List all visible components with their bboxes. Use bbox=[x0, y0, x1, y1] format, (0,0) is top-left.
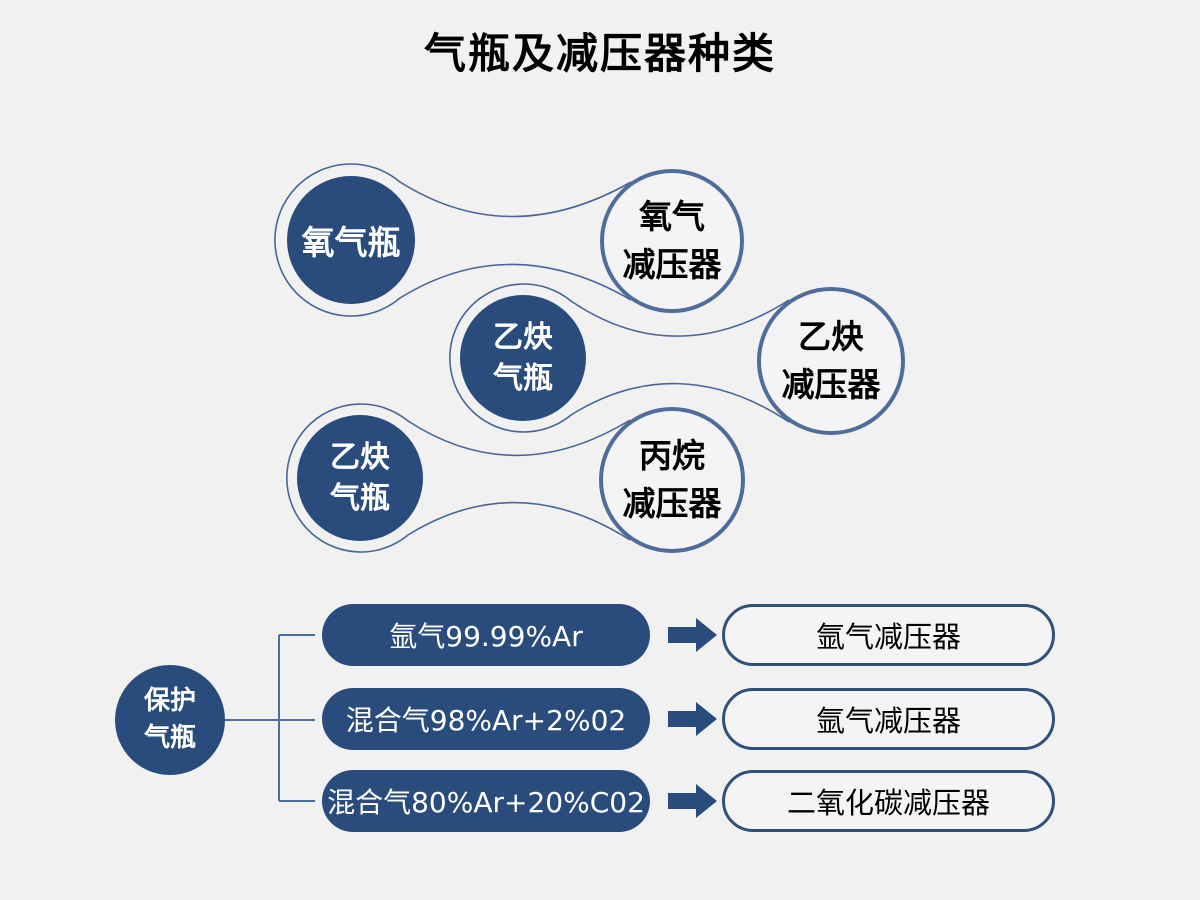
node-label-line: 气瓶 bbox=[330, 481, 390, 516]
page-title: 气瓶及减压器种类 bbox=[423, 29, 776, 78]
node-label-line: 减压器 bbox=[781, 365, 881, 404]
node-label-line: 氧气瓶 bbox=[301, 223, 401, 262]
node-label-line: 减压器 bbox=[622, 484, 722, 523]
right-arrow-icon bbox=[668, 702, 717, 736]
cylinder-circle-acetylene-1: 乙炔 气瓶 bbox=[460, 295, 586, 421]
regulator-circle-acetylene: 乙炔 减压器 bbox=[757, 287, 905, 435]
gas-pill-argon: 氩气99.99%Ar bbox=[322, 604, 650, 666]
node-label-line: 气瓶 bbox=[493, 361, 553, 396]
node-label-line: 乙炔 bbox=[330, 440, 390, 475]
cylinder-circle-protection: 保护 气瓶 bbox=[115, 665, 225, 775]
regulator-circle-propane: 丙烷 减压器 bbox=[599, 407, 745, 553]
pill-label: 氩气减压器 bbox=[815, 620, 961, 654]
pill-label: 混合气80%Ar+20%C02 bbox=[327, 786, 645, 819]
pill-label: 氩气99.99%Ar bbox=[389, 620, 583, 653]
node-label-line: 丙烷 bbox=[639, 436, 705, 475]
dumbbell-3-connector bbox=[286, 403, 631, 553]
regulator-pill-argon-1: 氩气减压器 bbox=[722, 604, 1055, 666]
cylinder-circle-oxygen: 氧气瓶 bbox=[287, 176, 415, 304]
pill-label: 氩气减压器 bbox=[815, 704, 961, 738]
regulator-circle-oxygen: 氧气 减压器 bbox=[600, 169, 744, 313]
pill-label: 混合气98%Ar+2%02 bbox=[345, 704, 627, 737]
node-label-line: 乙炔 bbox=[493, 320, 553, 355]
cylinder-circle-acetylene-2: 乙炔 气瓶 bbox=[297, 415, 423, 541]
gas-pill-mix-80ar: 混合气80%Ar+20%C02 bbox=[322, 770, 650, 832]
right-arrow-icon bbox=[668, 618, 717, 652]
pill-label: 二氧化碳减压器 bbox=[786, 786, 990, 820]
node-label-line: 乙炔 bbox=[798, 317, 864, 356]
node-label-line: 气瓶 bbox=[143, 723, 196, 753]
node-label-line: 保护 bbox=[143, 686, 196, 716]
dumbbell-1-connector bbox=[274, 163, 632, 317]
right-arrow-icon bbox=[668, 784, 717, 818]
dumbbell-2-connector bbox=[449, 283, 790, 433]
node-label-line: 氧气 bbox=[639, 197, 705, 236]
regulator-pill-co2: 二氧化碳减压器 bbox=[722, 770, 1055, 832]
node-label-line: 减压器 bbox=[622, 245, 722, 284]
regulator-pill-argon-2: 氩气减压器 bbox=[722, 688, 1055, 750]
gas-pill-mix-98ar: 混合气98%Ar+2%02 bbox=[322, 688, 650, 750]
